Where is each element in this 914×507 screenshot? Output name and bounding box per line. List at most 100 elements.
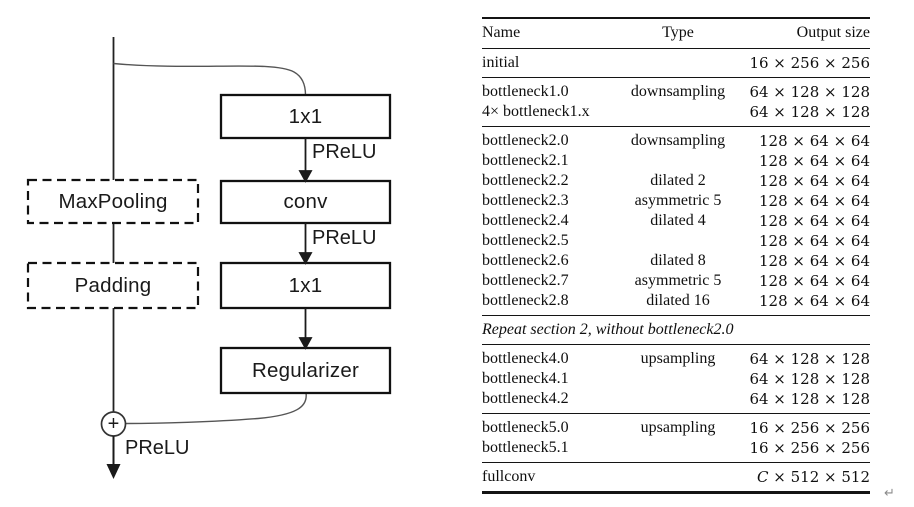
table-row: initial 16 × 256 × 256: [482, 49, 870, 78]
table-row: fullconv C × 512 × 512: [482, 463, 870, 493]
layer-name: bottleneck4.0: [482, 350, 569, 367]
layer-type: dilated 4: [650, 212, 706, 229]
table-row: bottleneck2.2 dilated 2 128 × 64 × 64: [482, 171, 870, 191]
arrowhead-1x1-to-conv-icon: [298, 170, 313, 183]
layer-type: [620, 102, 736, 127]
table-row: bottleneck5.1 16 × 256 × 256: [482, 438, 870, 463]
layer-type: downsampling: [630, 132, 726, 149]
output-channel-variable: C: [757, 468, 769, 486]
table-row: bottleneck2.7 asymmetric 5 128 × 64 × 64: [482, 271, 870, 291]
layer-output-size: 128 × 64 × 64: [758, 212, 870, 230]
layer-type: [620, 49, 736, 78]
residual-merge-curve: [125, 392, 307, 425]
layer-type: [620, 231, 736, 251]
layer-type: [620, 369, 736, 389]
layer-type: [620, 438, 736, 463]
output-arrowhead-icon: [106, 464, 121, 479]
layer-output-size: 128 × 64 × 64: [758, 152, 870, 170]
layer-name: 4× bottleneck1.x: [482, 103, 590, 120]
paragraph-return-mark-icon: ↵: [884, 486, 895, 501]
conv-box: [219, 179, 392, 225]
prelu-label-output: PReLU: [125, 437, 190, 459]
layer-output-size: 16 × 256 × 256: [749, 54, 870, 72]
layer-type: [620, 389, 736, 414]
layer-name: fullconv: [482, 468, 536, 485]
layer-type: dilated 16: [646, 292, 710, 309]
layer-output-size: 128 × 64 × 64: [758, 232, 870, 250]
layer-output-size: 64 × 128 × 128: [749, 390, 870, 408]
layer-output-size: C × 512 × 512: [736, 463, 870, 493]
table-row: bottleneck4.0 upsampling 64 × 128 × 128: [482, 345, 870, 370]
layer-name: bottleneck2.3: [482, 192, 569, 209]
output-size-rest: × 512 × 512: [768, 468, 870, 486]
table-row: bottleneck2.8 dilated 16 128 × 64 × 64: [482, 291, 870, 316]
layer-output-size: 16 × 256 × 256: [749, 439, 870, 457]
table-row: bottleneck2.4 dilated 4 128 × 64 × 64: [482, 211, 870, 231]
table-row: bottleneck2.0 downsampling 128 × 64 × 64: [482, 127, 870, 152]
table-row: bottleneck1.0 downsampling 64 × 128 × 12…: [482, 78, 870, 103]
maxpooling-box: [26, 178, 200, 225]
section-5: bottleneck5.0 upsampling 16 × 256 × 256 …: [482, 414, 870, 463]
table-row: Repeat section 2, without bottleneck2.0: [482, 316, 870, 345]
layer-output-size: 128 × 64 × 64: [758, 172, 870, 190]
section-1: bottleneck1.0 downsampling 64 × 128 × 12…: [482, 78, 870, 127]
layer-name: bottleneck4.1: [482, 370, 569, 387]
table-row: bottleneck2.3 asymmetric 5 128 × 64 × 64: [482, 191, 870, 211]
layer-name: bottleneck2.8: [482, 292, 569, 309]
prelu-label-2: PReLU: [312, 227, 377, 249]
layer-name: bottleneck2.7: [482, 272, 569, 289]
section-fullconv: fullconv C × 512 × 512: [482, 463, 870, 493]
layer-name: bottleneck2.6: [482, 252, 569, 269]
layer-type: upsampling: [640, 419, 716, 436]
layer-output-size: 64 × 128 × 128: [749, 103, 870, 121]
padding-box: [26, 261, 200, 310]
layer-type: downsampling: [630, 83, 726, 100]
table-row: bottleneck5.0 upsampling 16 × 256 × 256: [482, 414, 870, 439]
layer-name: bottleneck1.0: [482, 83, 569, 100]
layer-type: dilated 2: [650, 172, 706, 189]
regularizer-box: [219, 346, 392, 395]
layer-name: bottleneck4.2: [482, 390, 569, 407]
layer-output-size: 16 × 256 × 256: [749, 419, 870, 437]
header-type: Type: [662, 24, 694, 41]
skip-connection-curve: [113, 62, 307, 96]
layer-name: bottleneck2.0: [482, 132, 569, 149]
layer-name: bottleneck2.4: [482, 212, 569, 229]
layer-output-size: 128 × 64 × 64: [758, 132, 870, 150]
layer-type: dilated 8: [650, 252, 706, 269]
section-4: bottleneck4.0 upsampling 64 × 128 × 128 …: [482, 345, 870, 414]
prelu-label-1: PReLU: [312, 141, 377, 163]
repeat-note: Repeat section 2, without bottleneck2.0: [482, 321, 734, 338]
layer-type: upsampling: [640, 350, 716, 367]
section-repeat-note: Repeat section 2, without bottleneck2.0: [482, 316, 870, 345]
arrowhead-1x1-to-regularizer-icon: [298, 337, 313, 350]
table-row: bottleneck4.2 64 × 128 × 128: [482, 389, 870, 414]
arrowhead-conv-to-1x1-icon: [298, 252, 313, 265]
layer-name: bottleneck5.1: [482, 439, 569, 456]
layer-output-size: 64 × 128 × 128: [749, 370, 870, 388]
layer-output-size: 128 × 64 × 64: [758, 272, 870, 290]
header-name: Name: [482, 24, 521, 41]
table-header: Name Type Output size: [482, 18, 870, 49]
table-row: bottleneck2.1 128 × 64 × 64: [482, 151, 870, 171]
layer-name: bottleneck2.1: [482, 152, 569, 169]
table-row: bottleneck2.5 128 × 64 × 64: [482, 231, 870, 251]
section-2: bottleneck2.0 downsampling 128 × 64 × 64…: [482, 127, 870, 316]
layer-name: initial: [482, 54, 520, 71]
layer-output-size: 64 × 128 × 128: [749, 350, 870, 368]
header-output-size: Output size: [796, 24, 870, 41]
layer-name: bottleneck5.0: [482, 419, 569, 436]
layer-output-size: 64 × 128 × 128: [749, 83, 870, 101]
layer-name: bottleneck2.5: [482, 232, 569, 249]
layer-output-size: 128 × 64 × 64: [758, 192, 870, 210]
section-initial: initial 16 × 256 × 256: [482, 49, 870, 78]
layer-type: asymmetric 5: [634, 192, 722, 209]
layer-output-size: 128 × 64 × 64: [758, 252, 870, 270]
conv1x1-top-box: [219, 93, 392, 140]
layer-name: bottleneck2.2: [482, 172, 569, 189]
conv1x1-bottom-box: [219, 261, 392, 310]
layer-output-size: 128 × 64 × 64: [758, 292, 870, 310]
table-row: 4× bottleneck1.x 64 × 128 × 128: [482, 102, 870, 127]
bottleneck-module-diagram: [26, 37, 392, 479]
